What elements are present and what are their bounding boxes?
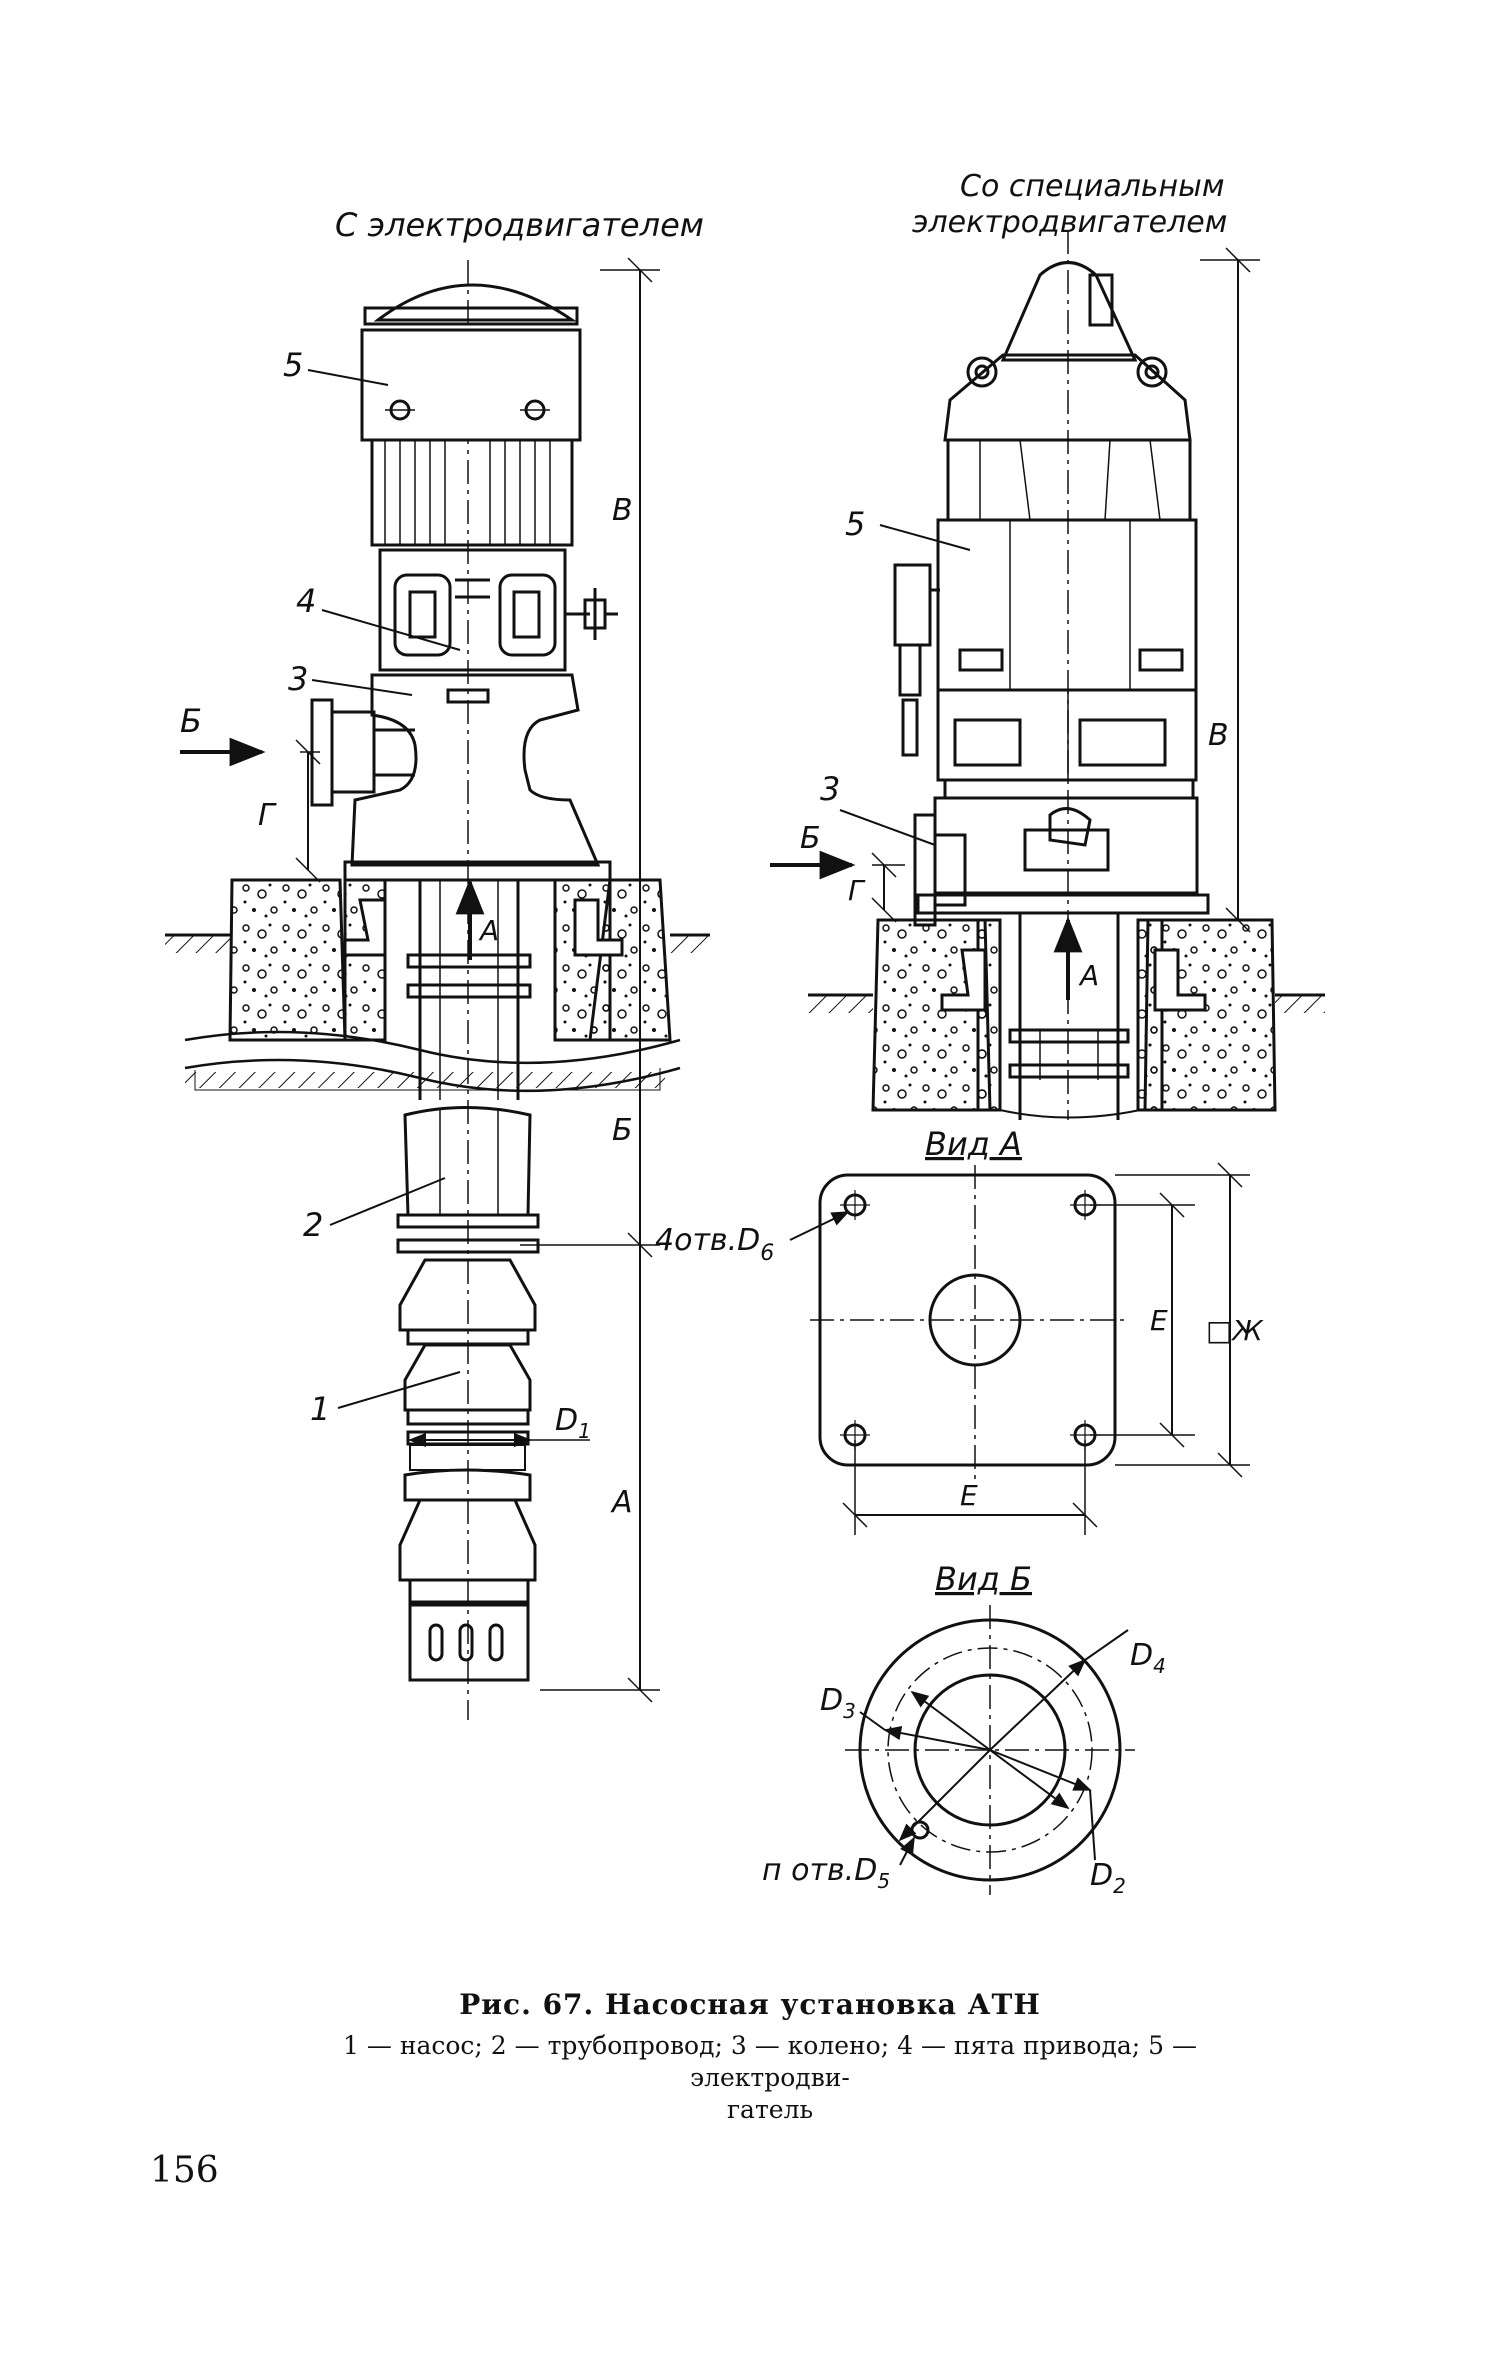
- flow-a-label-left: А: [478, 914, 499, 947]
- left-view-title: С электродвигателем: [335, 206, 704, 244]
- view-a-title: Вид А: [925, 1125, 1022, 1163]
- pump-1: [398, 1258, 537, 1682]
- left-dimensions: [295, 257, 660, 1703]
- dim-d3: D3: [820, 1683, 856, 1723]
- callout-4-left: 4: [296, 582, 316, 620]
- dim-e-horizontal: Е: [960, 1479, 978, 1512]
- page-number: 156: [150, 2150, 219, 2191]
- dim-e-vertical: Е: [1150, 1304, 1168, 1337]
- dim-d1: D1: [555, 1403, 591, 1443]
- figure-caption-title: Рис. 67. Насосная установка АТН: [459, 1988, 1041, 2021]
- dim-v-left: В: [612, 493, 633, 528]
- holes-b-label: п отв.D5: [762, 1853, 890, 1893]
- dim-d4: D4: [1130, 1638, 1166, 1678]
- right-view-title-1: Со специальным: [960, 169, 1225, 204]
- callout-5-right: 5: [845, 505, 865, 543]
- arrow-b-label-left: Б: [180, 702, 202, 740]
- dim-d2: D2: [1090, 1858, 1126, 1898]
- motor-5: [360, 328, 582, 442]
- dim-g-left: Г: [258, 798, 277, 833]
- dim-v-right: В: [1208, 718, 1229, 753]
- pipe-2: [403, 1106, 532, 1217]
- special-motor-5: [936, 518, 1198, 692]
- special-elbow-3: [933, 796, 1199, 895]
- arrow-b-label-right: Б: [800, 821, 821, 856]
- dim-b-left: Б: [612, 1113, 633, 1148]
- callout-5-left: 5: [283, 346, 303, 384]
- drive-bearing-4: [378, 548, 567, 672]
- motor-cap: [373, 283, 577, 322]
- flow-a-label-right: А: [1078, 959, 1099, 992]
- left-pump-assembly: [165, 260, 710, 1720]
- callout-3-right: 3: [820, 770, 840, 808]
- right-view-title-2: электродвигателем: [912, 205, 1227, 240]
- dim-zh: □Ж: [1206, 1314, 1264, 1347]
- legend-line-2: гатель: [726, 2095, 814, 2124]
- view-b-title: Вид Б: [935, 1560, 1032, 1598]
- callout-3-left: 3: [288, 660, 308, 698]
- legend-line-1: 1 — насос; 2 — трубопровод; 3 — колено; …: [343, 2031, 1197, 2092]
- callout-1-left: 1: [310, 1390, 330, 1428]
- dim-g-right: Г: [848, 874, 866, 907]
- figure-caption-legend: 1 — насос; 2 — трубопровод; 3 — колено; …: [270, 2030, 1270, 2126]
- view-b-flange: [845, 1605, 1135, 1895]
- dim-a-left: А: [610, 1485, 633, 1520]
- view-a-flange: [789, 1162, 1250, 1535]
- callout-2-left: 2: [303, 1206, 323, 1244]
- holes-a-label: 4отв.D6: [655, 1223, 774, 1266]
- left-foundation: [228, 878, 347, 1042]
- right-pump-assembly: [808, 230, 1325, 1120]
- elbow-3: [350, 673, 601, 867]
